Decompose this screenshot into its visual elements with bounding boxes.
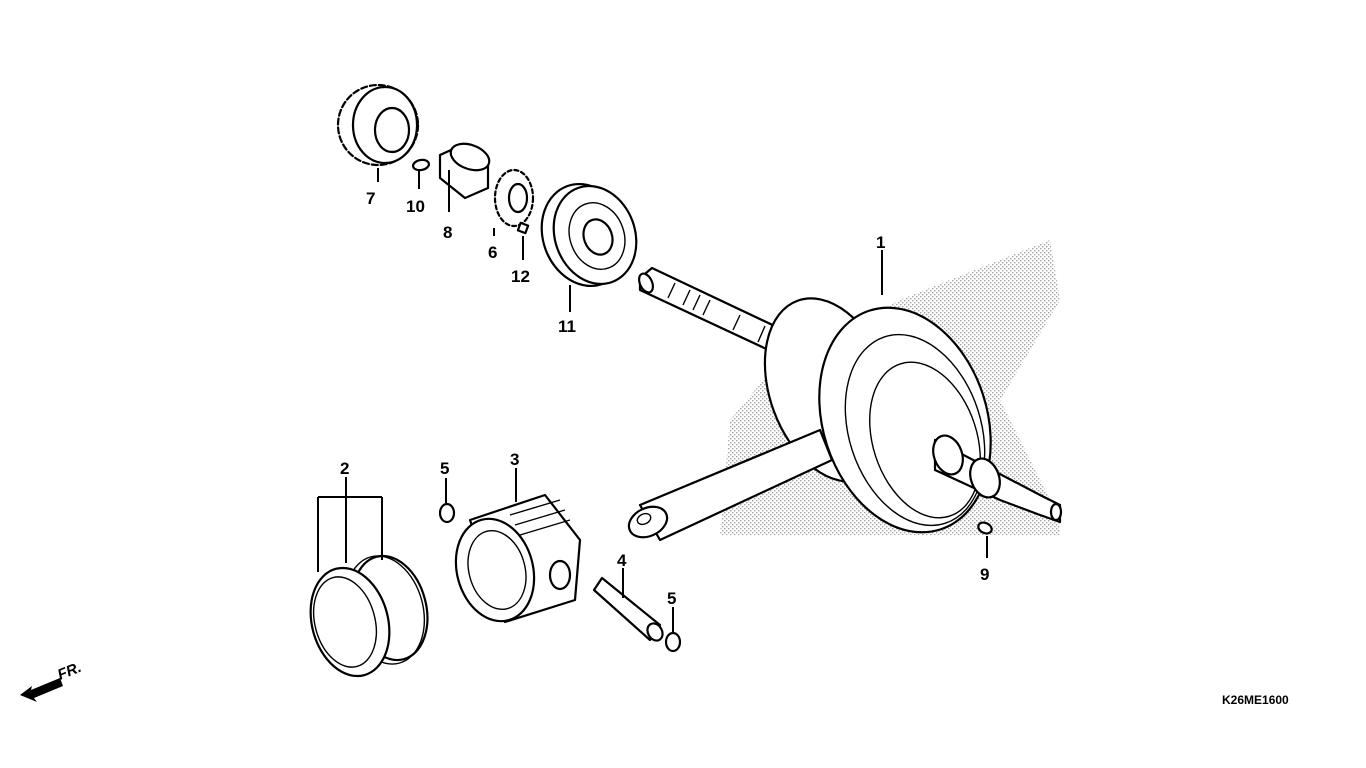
crankshaft-assembly <box>627 240 1063 542</box>
callout-1: 1 <box>876 233 885 252</box>
callout-5-upper: 5 <box>440 459 449 478</box>
callout-4: 4 <box>617 551 627 570</box>
callout-12: 12 <box>511 267 530 286</box>
bearing <box>540 182 638 288</box>
piston-pin <box>592 576 664 642</box>
woodruff-key-10 <box>411 158 431 172</box>
piston-pin-clip-upper <box>438 502 456 524</box>
front-arrow-icon <box>20 678 63 702</box>
woodruff-key-9 <box>977 521 993 535</box>
front-direction-marker: FR. <box>20 659 84 702</box>
timing-sprocket <box>493 168 535 228</box>
collar <box>438 142 491 200</box>
piston <box>454 493 582 624</box>
callout-6: 6 <box>488 243 497 262</box>
callout-10: 10 <box>406 197 425 216</box>
diagram-code: K26ME1600 <box>1222 693 1289 707</box>
callout-9: 9 <box>980 565 989 584</box>
woodruff-key-12 <box>516 221 530 235</box>
callout-8: 8 <box>443 223 452 242</box>
callout-7: 7 <box>366 189 375 208</box>
callout-5-lower: 5 <box>667 589 676 608</box>
callout-labels: 1 2 3 4 5 5 6 7 8 9 10 11 12 <box>340 189 989 608</box>
leader-lines <box>317 168 988 633</box>
piston-pin-clip-lower <box>664 631 682 653</box>
callout-3: 3 <box>510 450 519 469</box>
callout-11: 11 <box>558 317 576 336</box>
gear-large <box>336 83 420 167</box>
front-label: FR. <box>55 659 84 684</box>
callout-2: 2 <box>340 459 349 478</box>
piston-ring-set <box>309 554 429 678</box>
